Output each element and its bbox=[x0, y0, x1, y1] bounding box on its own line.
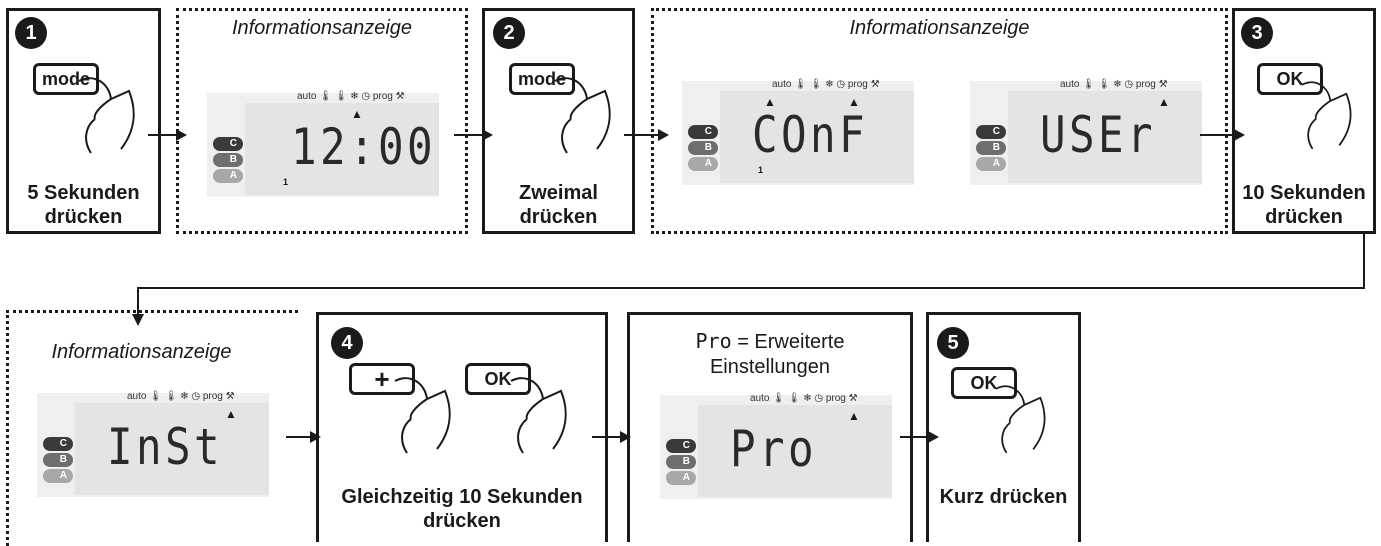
ok-key: OK bbox=[951, 367, 1017, 399]
lcd-tab-a: A bbox=[43, 469, 73, 483]
lcd-display-conf: auto 🌡 🌡 ❄ ◷ prog ⚒ C B A ▲ ▲ COnF 1 bbox=[682, 79, 914, 185]
step-2-caption-line1: Zweimal bbox=[519, 182, 598, 204]
arrow-right-icon bbox=[624, 129, 669, 141]
step-1-box: 1 mode 5 Sekunden drücken bbox=[6, 8, 161, 234]
step-2-badge: 2 bbox=[493, 17, 525, 49]
lcd-screen bbox=[720, 91, 914, 183]
step-1-badge: 1 bbox=[15, 17, 47, 49]
lcd-display-user: auto 🌡 🌡 ❄ ◷ prog ⚒ C B A ▲ USEr bbox=[970, 79, 1202, 185]
lcd-tab-b: B bbox=[976, 141, 1006, 155]
step-4-badge: 4 bbox=[331, 327, 363, 359]
lcd-marker: ▲ bbox=[1158, 95, 1170, 109]
step-2-caption-line2: drücken bbox=[519, 206, 598, 228]
connector-arrow-icon bbox=[132, 234, 1365, 326]
step-1-caption-line2: drücken bbox=[44, 206, 123, 228]
step-3-box: 3 OK 10 Sekunden drücken bbox=[1232, 8, 1376, 234]
step-1-caption-line1: 5 Sekunden bbox=[27, 182, 140, 204]
step-3-caption-line1: 10 Sekunden bbox=[1242, 182, 1366, 204]
lcd-screen bbox=[698, 405, 892, 497]
hand-icon bbox=[554, 77, 611, 154]
info-panel-2: Informationsanzeige auto 🌡 🌡 ❄ ◷ prog ⚒ … bbox=[651, 8, 1228, 234]
lcd-digits: Pro bbox=[730, 420, 817, 478]
pro-panel: Pro = Erweiterte Einstellungen auto 🌡 🌡 … bbox=[627, 312, 913, 542]
arrow-right-icon bbox=[1200, 129, 1245, 141]
hand-icon bbox=[995, 385, 1046, 454]
lcd-screen bbox=[75, 403, 269, 495]
info-panel-2-header: Informationsanzeige bbox=[849, 17, 1030, 39]
arrow-right-icon bbox=[592, 431, 631, 443]
lcd-tab-c: C bbox=[688, 125, 718, 139]
step-5-caption: Kurz drücken bbox=[939, 486, 1068, 508]
hand-icon bbox=[510, 377, 567, 454]
lcd-tab-a: A bbox=[688, 157, 718, 171]
step-3-badge: 3 bbox=[1241, 17, 1273, 49]
info-panel-3-header: Informationsanzeige bbox=[51, 341, 232, 363]
lcd-digits: USEr bbox=[1040, 106, 1156, 164]
hand-icon bbox=[78, 77, 135, 154]
pro-header-line2: Einstellungen bbox=[709, 356, 831, 378]
hand-icon bbox=[394, 377, 451, 454]
info-panel-1: Informationsanzeige auto 🌡 🌡 ❄ ◷ prog ⚒ … bbox=[176, 8, 468, 234]
lcd-marker: ▲ bbox=[225, 407, 237, 421]
lcd-screen bbox=[1008, 91, 1202, 183]
step-3-caption-line2: drücken bbox=[1265, 206, 1343, 228]
lcd-display-time: auto 🌡 🌡 ❄ ◷ prog ⚒ C B A ▲ 12:00 1 bbox=[207, 91, 439, 197]
lcd-digits: COnF bbox=[752, 106, 868, 164]
step-4-box: 4 + OK Gleichzeitig 10 Sekunden drücken bbox=[316, 312, 608, 542]
pro-header-text: = Erweiterte bbox=[731, 331, 845, 353]
lcd-tab-b: B bbox=[213, 153, 243, 167]
lcd-display-pro: auto 🌡 🌡 ❄ ◷ prog ⚒ C B A ▲ Pro bbox=[660, 393, 892, 499]
info-panel-3: Informationsanzeige auto 🌡 🌡 ❄ ◷ prog ⚒ … bbox=[6, 310, 298, 546]
lcd-tab-a: A bbox=[976, 157, 1006, 171]
lcd-icon-strip: auto 🌡 🌡 ❄ ◷ prog ⚒ bbox=[297, 91, 405, 102]
lcd-tab-c: C bbox=[43, 437, 73, 451]
lcd-icon-strip: auto 🌡 🌡 ❄ ◷ prog ⚒ bbox=[772, 79, 880, 90]
pro-header-line1: Pro = Erweiterte bbox=[630, 329, 910, 355]
lcd-icon-strip: auto 🌡 🌡 ❄ ◷ prog ⚒ bbox=[127, 391, 235, 402]
step-4-caption-line2: drücken bbox=[423, 510, 501, 532]
lcd-tab-b: B bbox=[666, 455, 696, 469]
lcd-tab-c: C bbox=[213, 137, 243, 151]
lcd-marker: ▲ bbox=[848, 409, 860, 423]
arrow-right-icon bbox=[286, 431, 321, 443]
lcd-tab-b: B bbox=[43, 453, 73, 467]
lcd-screen bbox=[245, 103, 439, 195]
lcd-digits: 12:00 bbox=[291, 118, 436, 176]
arrow-right-icon bbox=[900, 431, 939, 443]
hand-icon bbox=[1301, 81, 1352, 150]
lcd-tab-b: B bbox=[688, 141, 718, 155]
lcd-display-inst: auto 🌡 🌡 ❄ ◷ prog ⚒ C B A ▲ InSt bbox=[37, 391, 269, 497]
lcd-marker: ▲ bbox=[848, 95, 860, 109]
pro-code-label: Pro bbox=[695, 329, 732, 353]
lcd-tab-a: A bbox=[213, 169, 243, 183]
lcd-tab-c: C bbox=[666, 439, 696, 453]
ok-key: OK bbox=[1257, 63, 1323, 95]
step-5-box: 5 OK Kurz drücken bbox=[926, 312, 1081, 542]
lcd-digits: InSt bbox=[107, 418, 223, 476]
step-5-badge: 5 bbox=[937, 327, 969, 359]
lcd-tab-c: C bbox=[976, 125, 1006, 139]
lcd-marker: ▲ bbox=[764, 95, 776, 109]
step-2-box: 2 mode Zweimal drücken bbox=[482, 8, 635, 234]
lcd-marker: ▲ bbox=[351, 107, 363, 121]
step-4-caption-line1: Gleichzeitig 10 Sekunden bbox=[341, 486, 583, 508]
info-panel-1-header: Informationsanzeige bbox=[231, 17, 413, 39]
lcd-zone-number: 1 bbox=[283, 177, 289, 187]
lcd-icon-strip: auto 🌡 🌡 ❄ ◷ prog ⚒ bbox=[750, 393, 858, 404]
lcd-tab-a: A bbox=[666, 471, 696, 485]
lcd-icon-strip: auto 🌡 🌡 ❄ ◷ prog ⚒ bbox=[1060, 79, 1168, 90]
lcd-zone-number: 1 bbox=[758, 165, 764, 175]
